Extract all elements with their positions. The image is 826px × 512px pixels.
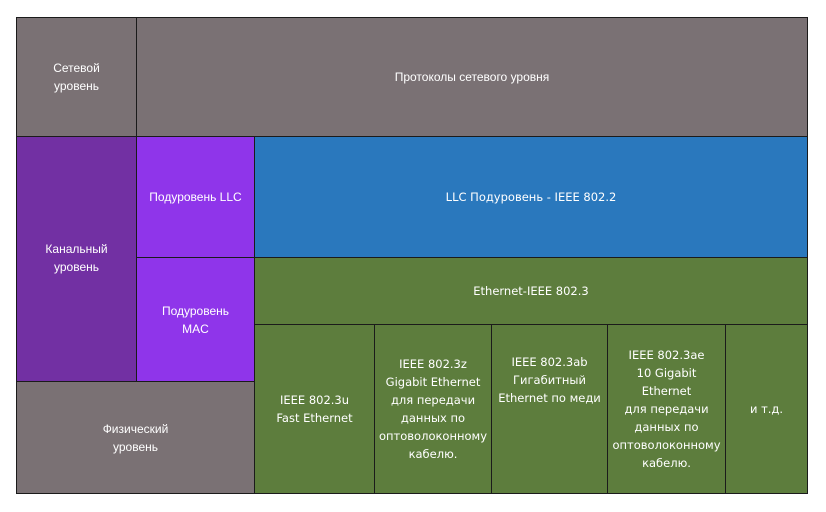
- ieee-8023ab-cell: IEEE 802.3ab Гигабитный Ethernet по меди: [491, 324, 608, 494]
- network-protocols-label: Протоколы сетевого уровня: [394, 70, 550, 84]
- ieee-8023z-label: IEEE 802.3z Gigabit Ethernet для передач…: [378, 357, 488, 461]
- mac-sublayer-label: Подуровень MAC: [161, 303, 230, 336]
- network-layer-label: Сетевой уровень: [53, 61, 100, 93]
- llc-sublayer-cell: Подуровень LLC: [136, 136, 255, 258]
- etc-cell: и т.д.: [725, 324, 808, 494]
- llc-standard-label: LLC Подуровень - IEEE 802.2: [445, 190, 617, 204]
- ieee-8023ae-label: IEEE 802.3ae 10 Gigabit Ethernet для пер…: [612, 348, 721, 470]
- physical-layer-label: Физический уровень: [102, 421, 169, 454]
- mac-sublayer-cell: Подуровень MAC: [136, 257, 255, 382]
- physical-layer-cell: Физический уровень: [16, 381, 255, 494]
- network-protocols-cell: Протоколы сетевого уровня: [136, 17, 808, 137]
- ieee-8023ae-cell: IEEE 802.3ae 10 Gigabit Ethernet для пер…: [607, 324, 726, 494]
- ieee-8023ab-label: IEEE 802.3ab Гигабитный Ethernet по меди: [498, 355, 601, 405]
- ieee-8023u-cell: IEEE 802.3u Fast Ethernet: [254, 324, 375, 494]
- data-link-layer-label: Канальный уровень: [45, 242, 108, 274]
- ethernet-standard-label: Ethernet-IEEE 802.3: [473, 284, 589, 298]
- ethernet-standard-cell: Ethernet-IEEE 802.3: [254, 257, 808, 325]
- ieee-8023u-label: IEEE 802.3u Fast Ethernet: [276, 393, 353, 425]
- ieee-8023z-cell: IEEE 802.3z Gigabit Ethernet для передач…: [374, 324, 492, 494]
- network-layer-cell: Сетевой уровень: [16, 17, 137, 137]
- etc-label: и т.д.: [749, 402, 784, 416]
- data-link-layer-cell: Канальный уровень: [16, 136, 137, 382]
- llc-sublayer-label: Подуровень LLC: [149, 190, 242, 204]
- osi-layers-diagram: Сетевой уровень Протоколы сетевого уровн…: [16, 17, 808, 494]
- llc-standard-cell: LLC Подуровень - IEEE 802.2: [254, 136, 808, 258]
